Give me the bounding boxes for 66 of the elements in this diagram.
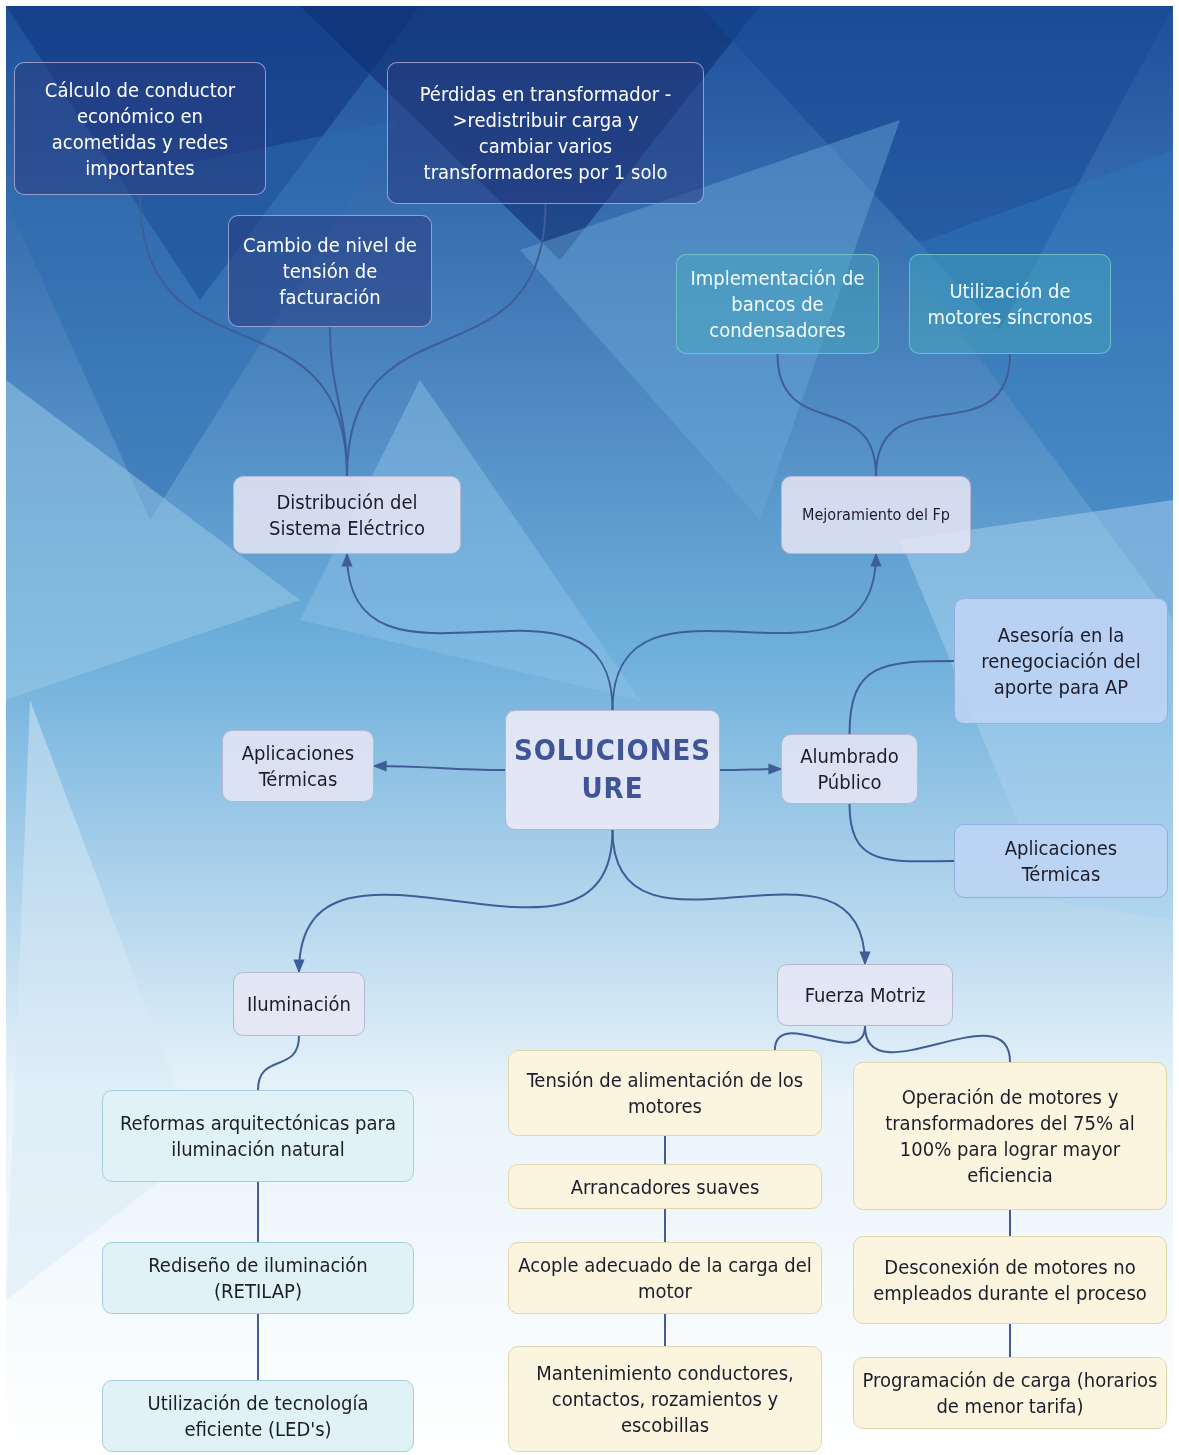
node-text: Cálculo de conductor económico en acometidas y redes importantes (43, 76, 237, 181)
topic-box (228, 215, 432, 327)
topic-box (853, 1062, 1167, 1210)
topic-box (508, 1050, 822, 1136)
node-text: Acople adecuado de la carga del motor (517, 1252, 813, 1304)
node-text: SOLUCIONES URE (513, 732, 712, 807)
node-text: Mantenimiento conductores, contactos, rozamientos y escobillas (535, 1360, 795, 1438)
arrow (372, 760, 506, 772)
node-text: Utilización de motores síncronos (926, 278, 1094, 330)
arrow (719, 763, 783, 775)
topic-box (387, 62, 704, 204)
branch-box (233, 476, 461, 554)
connector-line (848, 660, 955, 735)
node-text: Operación de motores y transformadores del 75% al 100% para lograr mayor eficiencia (884, 1084, 1136, 1188)
branch-box (233, 972, 365, 1036)
connector-line (875, 353, 1011, 477)
connector-line (848, 803, 955, 863)
arrow (343, 552, 614, 711)
topic-box (853, 1236, 1167, 1324)
connector-line (664, 1313, 666, 1347)
node-text: Rediseño de iluminación (RETILAP) (147, 1252, 369, 1304)
topic-box (508, 1242, 822, 1314)
topic-box (853, 1357, 1167, 1429)
connector-line (257, 1181, 259, 1243)
topic-box (14, 62, 266, 195)
node-text: Desconexión de motores no empleados durante el proceso (872, 1254, 1148, 1306)
topic-box (954, 598, 1168, 724)
connector-line (664, 1135, 666, 1165)
branch-box (222, 730, 374, 802)
topic-box (102, 1380, 414, 1452)
central-topic-box (505, 710, 720, 830)
arrow (611, 552, 880, 711)
connector-line (1009, 1323, 1011, 1358)
arrow (295, 829, 614, 974)
node-text: Implementación de bancos de condensadores (689, 265, 866, 343)
node-text: Alumbrado Público (799, 743, 900, 795)
connector-line (864, 1025, 1011, 1063)
node-text: Aplicaciones Térmicas (1003, 835, 1119, 887)
node-text: Aplicaciones Térmicas (240, 740, 356, 792)
topic-box (508, 1346, 822, 1452)
topic-box (909, 254, 1111, 354)
arrow (611, 829, 869, 966)
node-text: Iluminación (247, 991, 351, 1017)
node-text: Arrancadores suaves (570, 1173, 760, 1200)
node-text: Pérdidas en transformador ->redistribuir carga y cambiar varios transformadores por 1 solo (418, 81, 673, 185)
node-text: Reformas arquitectónicas para iluminación natural (119, 1110, 397, 1162)
node-text: Distribución del Sistema Eléctrico (268, 489, 426, 541)
connector-line (257, 1313, 259, 1381)
node-text: Tensión de alimentación de los motores (525, 1067, 805, 1119)
node-text: Utilización de tecnología eficiente (LED's) (146, 1390, 370, 1442)
node-text: Cambio de nivel de tensión de facturación (242, 232, 418, 310)
topic-box (954, 824, 1168, 898)
connector-line (1009, 1209, 1011, 1237)
connector-line (664, 1208, 666, 1243)
branch-box (781, 734, 918, 804)
node-text: Mejoramiento del Fp (802, 504, 950, 526)
node-text: Fuerza Motriz (804, 982, 926, 1008)
topic-box (508, 1164, 822, 1209)
topic-box (676, 254, 879, 354)
branch-box (781, 476, 971, 554)
branch-box (777, 964, 953, 1026)
connector-line (257, 1035, 300, 1091)
topic-box (102, 1090, 414, 1182)
topic-box (102, 1242, 414, 1314)
node-text: Programación de carga (horarios de menor tarifa) (862, 1367, 1158, 1419)
node-text: Asesoría en la renegociación del aporte para AP (980, 622, 1142, 700)
